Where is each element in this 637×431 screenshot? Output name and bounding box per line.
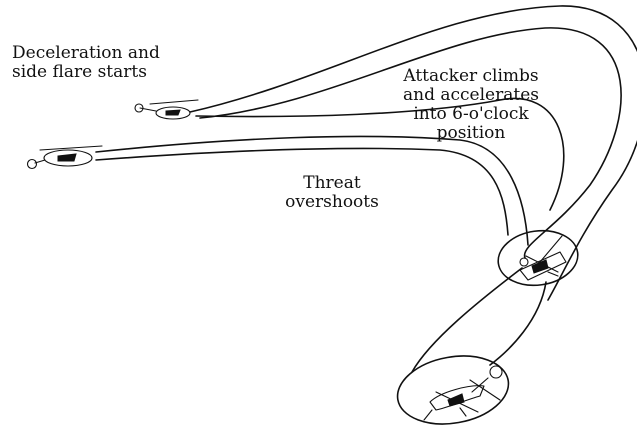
upper-flight-path bbox=[195, 97, 565, 211]
outer-flight-path-inner-edge bbox=[199, 27, 622, 259]
helicopter-icon-decelerating bbox=[134, 99, 199, 120]
defender-zone-ellipse bbox=[396, 355, 510, 425]
threat-label: Threat overshoots bbox=[285, 173, 379, 212]
descent-path-right bbox=[489, 281, 547, 366]
threat-flight-path bbox=[95, 135, 529, 246]
outer-flight-path bbox=[189, 5, 637, 301]
helicopter-icon-threat bbox=[26, 145, 103, 170]
helicopter-icon-defender bbox=[423, 365, 503, 421]
descent-path-left bbox=[411, 267, 523, 373]
threat-flight-path-edge bbox=[95, 147, 509, 236]
attacker-label: Attacker climbs and accelerates into 6-o… bbox=[403, 66, 539, 143]
attacker-zone-ellipse bbox=[497, 229, 579, 287]
helicopter-icon-attacker bbox=[519, 235, 567, 281]
deceleration-label: Deceleration and side flare starts bbox=[12, 43, 160, 82]
